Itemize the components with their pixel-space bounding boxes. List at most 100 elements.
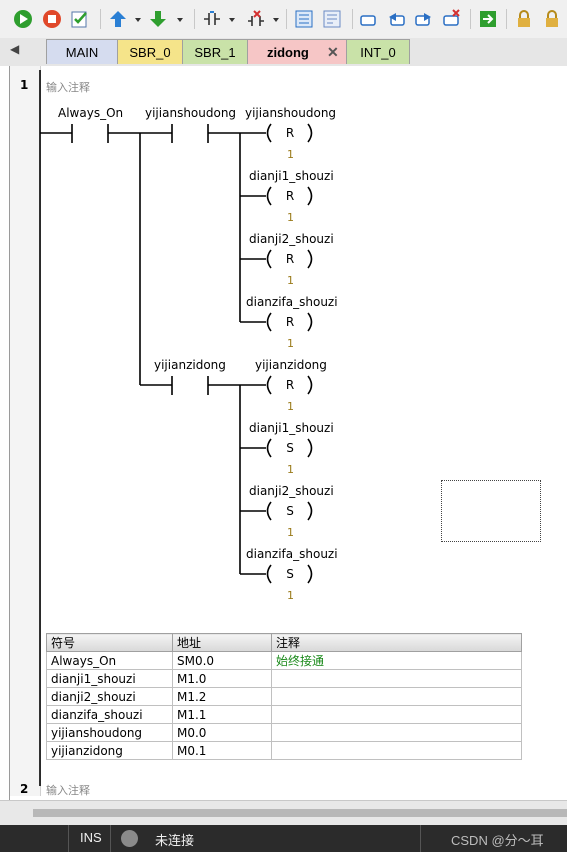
chevron-down-icon[interactable] [228, 13, 236, 22]
insert-contact-icon[interactable] [202, 9, 222, 29]
toolbar [0, 0, 567, 39]
table-header-row: 符号 地址 注释 [46, 633, 522, 652]
coil-right-arc [307, 438, 313, 458]
tab-sbr-1[interactable]: SBR_1 [182, 39, 248, 64]
ladder-diagram [39, 70, 313, 786]
coil-op: R [285, 189, 295, 203]
table-row[interactable]: yijianshoudong M0.0 [46, 723, 522, 742]
tab-label: INT_0 [360, 45, 396, 60]
tab-sbr-0[interactable]: SBR_0 [117, 39, 183, 64]
coil-count: 1 [287, 148, 294, 161]
network-alt-icon[interactable] [322, 9, 342, 29]
horizontal-scrollbar[interactable] [0, 800, 567, 826]
chevron-down-icon[interactable] [176, 13, 184, 22]
table-row[interactable]: dianzifa_shouzi M1.1 [46, 705, 522, 724]
connection-status-icon [121, 830, 138, 847]
table-row[interactable]: Always_On SM0.0 始终接通 [46, 651, 522, 670]
coil-label: dianji2_shouzi [249, 484, 334, 498]
address-cell: SM0.0 [172, 651, 272, 670]
comment-cell [271, 723, 522, 742]
coil-label: dianzifa_shouzi [246, 295, 338, 309]
tab-main[interactable]: MAIN [46, 39, 118, 64]
status-bar: INS 未连接 CSDN @分～耳 [0, 825, 567, 852]
comment-cell [271, 705, 522, 724]
coil-left-arc [266, 501, 272, 521]
coil-op: R [285, 252, 295, 266]
column-header: 符号 [46, 633, 173, 652]
scrollbar-thumb[interactable] [33, 809, 567, 817]
contact-label: yijianshoudong [145, 106, 237, 120]
chevron-down-icon[interactable] [272, 13, 280, 22]
connection-status: 未连接 [155, 833, 195, 848]
exit-icon[interactable] [478, 9, 498, 29]
close-icon[interactable]: ✕ [327, 44, 339, 60]
column-header: 注释 [271, 633, 522, 652]
table-row[interactable]: dianji2_shouzi M1.2 [46, 687, 522, 706]
scroll-left-icon[interactable]: ◀ [10, 42, 20, 56]
symbol-table: 符号 地址 注释 Always_On SM0.0 始终接通 dianji1_sh… [46, 633, 522, 760]
tab-zidong[interactable]: zidong ✕ [247, 39, 347, 64]
coil-right-arc [307, 375, 313, 395]
compile-check-icon[interactable] [70, 9, 90, 29]
status-separator [68, 825, 69, 852]
download-icon[interactable] [148, 9, 168, 29]
coil-op: R [285, 378, 295, 392]
contact-label: Always_On [58, 106, 124, 120]
comment-cell: 始终接通 [271, 651, 522, 670]
coil-label: dianji1_shouzi [249, 421, 334, 435]
tab-int-0[interactable]: INT_0 [346, 39, 410, 64]
back-icon[interactable] [386, 9, 406, 29]
coil-right-arc [307, 186, 313, 206]
toolbar-separator [506, 9, 507, 29]
network-comment[interactable]: 输入注释 [46, 81, 90, 94]
coil-left-arc [266, 375, 272, 395]
watermark-text: CSDN @分～耳 [451, 833, 544, 848]
coil-count: 1 [287, 337, 294, 350]
coil-label: dianji2_shouzi [249, 232, 334, 246]
address-cell: M1.2 [172, 687, 272, 706]
symbol-cell: dianji2_shouzi [46, 687, 173, 706]
tab-bar: ◀ MAIN SBR_0 SBR_1 zidong ✕ INT_0 [0, 38, 567, 66]
coil-left-arc [266, 123, 272, 143]
address-cell: M1.0 [172, 669, 272, 688]
lock-alt-icon[interactable] [542, 9, 562, 29]
forward-icon[interactable] [414, 9, 434, 29]
address-cell: M0.1 [172, 741, 272, 760]
coil-left-arc [266, 249, 272, 269]
coil-op: R [285, 315, 295, 329]
symbol-cell: dianji1_shouzi [46, 669, 173, 688]
table-row[interactable]: yijianzidong M0.1 [46, 741, 522, 760]
delete-contact-icon[interactable] [246, 9, 266, 29]
lock-icon[interactable] [514, 9, 534, 29]
stop-icon[interactable] [42, 9, 62, 29]
column-header: 地址 [172, 633, 272, 652]
ladder-editor[interactable]: 1 输入注释 [9, 66, 567, 800]
coil-op: R [285, 126, 295, 140]
contact-label: yijianzidong [154, 358, 226, 372]
network-icon[interactable] [294, 9, 314, 29]
network-number: 1 [20, 78, 29, 92]
delete-icon[interactable] [442, 9, 462, 29]
symbol-cell: dianzifa_shouzi [46, 705, 173, 724]
tab-label: MAIN [65, 45, 99, 60]
table-row[interactable]: dianji1_shouzi M1.0 [46, 669, 522, 688]
chevron-down-icon[interactable] [134, 13, 142, 22]
tab-label: SBR_1 [194, 45, 236, 60]
toolbar-separator [100, 9, 101, 29]
coil-right-arc [307, 249, 313, 269]
run-icon[interactable] [13, 9, 33, 29]
coil-left-arc [266, 438, 272, 458]
coil-op: S [286, 441, 294, 455]
coil-right-arc [307, 564, 313, 584]
upload-icon[interactable] [108, 9, 128, 29]
box-icon[interactable] [358, 9, 378, 29]
coil-left-arc [266, 186, 272, 206]
comment-cell [271, 687, 522, 706]
toolbar-separator [194, 9, 195, 29]
symbol-cell: yijianshoudong [46, 723, 173, 742]
coil-right-arc [307, 501, 313, 521]
network-comment[interactable]: 输入注释 [46, 784, 90, 797]
coil-label: dianzifa_shouzi [246, 547, 338, 561]
coil-left-arc [266, 312, 272, 332]
coil-count: 1 [287, 400, 294, 413]
